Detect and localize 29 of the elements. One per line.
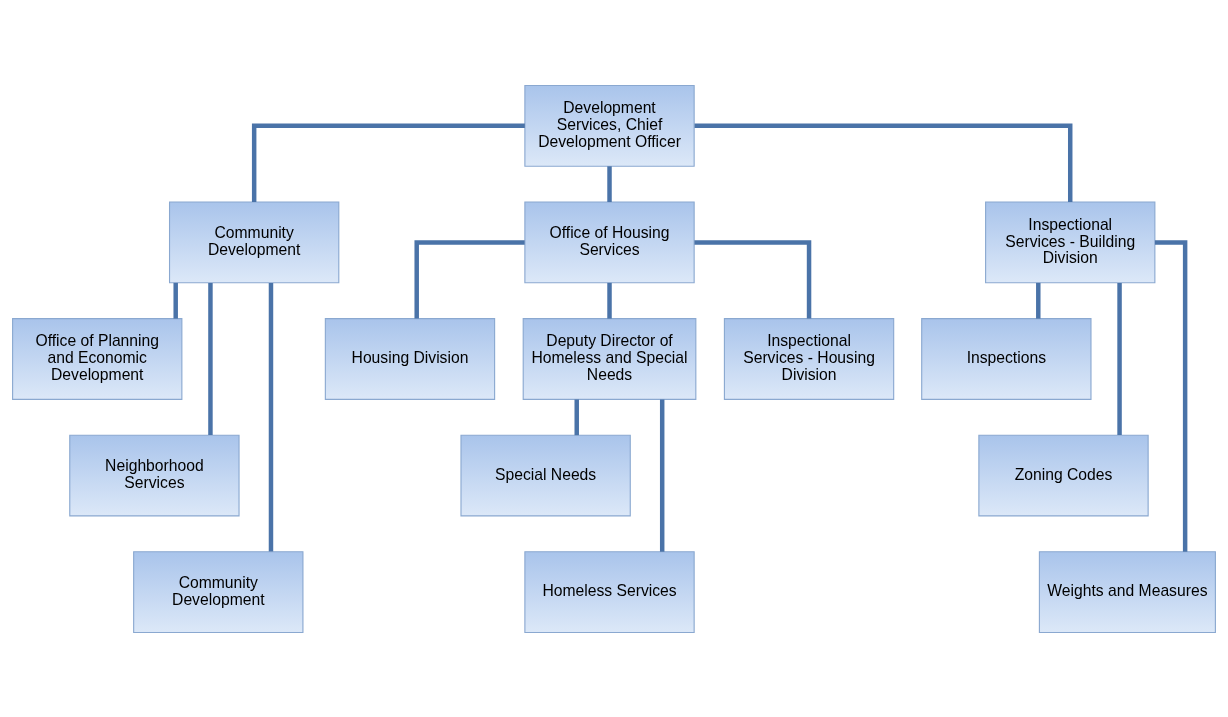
connector	[173, 282, 178, 319]
node-box: Special Needs	[460, 434, 631, 516]
connector	[694, 239, 812, 319]
node-box: Development Services, Chief Development Officer	[524, 84, 695, 167]
connector	[607, 165, 612, 202]
node-box: Zoning Codes	[978, 434, 1149, 516]
node-box: Office of Planning and Economic Development	[12, 317, 183, 400]
node-box: Homeless Services	[524, 550, 695, 633]
connector	[659, 399, 665, 552]
connector	[414, 239, 525, 319]
connector	[251, 123, 525, 202]
connector	[607, 282, 612, 319]
node-box: Office of Housing Services	[524, 201, 695, 283]
node-box: Deputy Director of Homeless and Special Needs	[522, 317, 697, 400]
node-box: Inspectional Services - Housing Division	[723, 317, 895, 400]
connector	[574, 398, 579, 435]
connector	[268, 282, 274, 552]
node-box: Inspectional Services - Building Division	[985, 201, 1156, 283]
connector	[208, 282, 213, 435]
node-box: Community Development	[133, 550, 304, 633]
connector	[1117, 282, 1122, 435]
connector	[1154, 239, 1188, 552]
node-box: Housing Division	[324, 317, 496, 400]
node-box: Weights and Measures	[1038, 550, 1216, 633]
node-box: Neighborhood Services	[69, 434, 240, 516]
connector	[1036, 282, 1041, 319]
connector	[694, 123, 1073, 202]
node-box: Inspections	[921, 317, 1092, 400]
node-box: Community Development	[169, 201, 340, 283]
